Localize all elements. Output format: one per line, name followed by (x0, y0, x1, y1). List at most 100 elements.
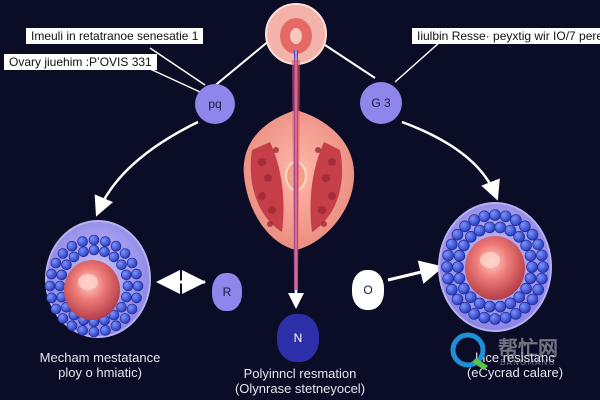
cell-bead (509, 308, 522, 320)
cell-bead (464, 231, 477, 243)
cell-bead (452, 261, 464, 273)
cell-bead (126, 303, 138, 315)
cell-bead (442, 249, 455, 262)
cell-bead (110, 320, 122, 332)
cell-bead (524, 249, 537, 262)
cell-bead (532, 283, 545, 296)
cell-bead (473, 297, 486, 310)
cell-bead (526, 293, 539, 306)
cell-bead (535, 272, 548, 285)
cell-bead (126, 257, 138, 269)
central-organ-illustration (243, 50, 355, 300)
cell-bead (537, 261, 549, 273)
watermark: 帮忙网 BANGMANG (448, 330, 588, 374)
cell-bead (57, 248, 69, 259)
cell-bead (110, 240, 122, 252)
cell-bead (535, 249, 548, 262)
cell-bead (56, 269, 68, 281)
cell-bead (494, 300, 507, 313)
caption-right-line2: (eCycrad calare) (466, 365, 564, 380)
watermark-brand: 帮忙网 (498, 336, 558, 360)
cell-bead (445, 283, 458, 296)
caption-center: Polyinncl resmation (Olynrase stetneyoce… (220, 366, 380, 396)
cell-bead (99, 246, 110, 258)
cell-bead (526, 261, 538, 273)
cell-bead (88, 234, 100, 246)
caption-left: Mecham mestatance ploy o hmiatic) (20, 350, 180, 380)
cell-bead (131, 268, 142, 280)
left-cell-cluster (44, 220, 151, 338)
cell-bead (459, 220, 471, 233)
arrow-to-right-cell (387, 260, 444, 284)
cell-bead (468, 308, 481, 320)
cell-bead (108, 251, 120, 263)
cell-bead (519, 220, 531, 233)
cell-bead (519, 301, 531, 314)
cell-bead (100, 325, 111, 336)
node-g3: G 3 (360, 82, 402, 124)
cell-bead (66, 240, 78, 252)
cell-bead (131, 292, 142, 304)
cell-bead (520, 282, 532, 295)
caption-right-line1: lnce resistanc (475, 350, 555, 365)
cell-bead (119, 313, 131, 324)
cell-bead (458, 282, 470, 295)
cell-bead (524, 272, 537, 285)
cell-bead (464, 291, 477, 304)
cell-bead (116, 301, 127, 313)
cell-bead (50, 257, 62, 269)
cell-bead (77, 236, 88, 247)
node-r: R (212, 273, 242, 311)
node-n: N (277, 314, 319, 362)
cell-bead (453, 272, 466, 285)
cell-bead (66, 320, 78, 332)
cell-bead (478, 311, 491, 324)
cell-bead (57, 313, 69, 324)
cell-bead (121, 291, 132, 303)
cell-bead (520, 239, 532, 252)
cell-bead (489, 313, 501, 325)
cell-bead (513, 231, 526, 243)
cell-bead (451, 293, 464, 306)
cell-bead (61, 259, 72, 271)
label-top-right: Iiulbin Resse· peyxtig wir IO/7 perey (412, 28, 600, 44)
arrow-right-curve (401, 120, 500, 201)
cell-bead (100, 236, 111, 247)
cell-bead (78, 246, 89, 258)
cell-bead (489, 209, 501, 221)
cell-bead (441, 261, 453, 273)
cell-bead (445, 238, 458, 251)
label-top-left-1: Imeuli in retatranoe senesatie 1 (26, 28, 204, 44)
caption-left-line2: ploy o hmiatic) (58, 365, 142, 380)
cell-bead (108, 309, 120, 321)
cell-bead (499, 210, 512, 223)
cell-bead (468, 214, 481, 226)
arrow-left-curve (94, 120, 199, 217)
cell-bead (451, 228, 464, 241)
caption-center-line1: Polyinncl resmation (243, 366, 357, 381)
label-pointer (394, 41, 441, 83)
caption-right: lnce resistanc (eCycrad calare) (440, 350, 590, 380)
node-o: O (352, 270, 384, 310)
cell-bead (459, 301, 471, 314)
cell-bead (88, 326, 100, 338)
cell-bead (483, 300, 496, 313)
node-pq: pq (195, 84, 235, 124)
cell-bead (494, 221, 507, 234)
cell-bead (483, 221, 496, 234)
caption-center-line2: (Olynrase stetneyocel) (234, 381, 366, 396)
cell-bead (119, 248, 131, 259)
right-cell-cluster (438, 202, 552, 332)
cell-bead (46, 268, 57, 280)
cell-bead (116, 259, 127, 271)
cell-bead (513, 291, 526, 304)
cell-bead (458, 239, 470, 252)
cell-bead (526, 228, 539, 241)
label-pointer (149, 47, 206, 86)
cell-bead (122, 280, 134, 292)
cell-bead (504, 297, 517, 310)
cell-bead (478, 210, 491, 223)
cell-bead (499, 311, 512, 324)
